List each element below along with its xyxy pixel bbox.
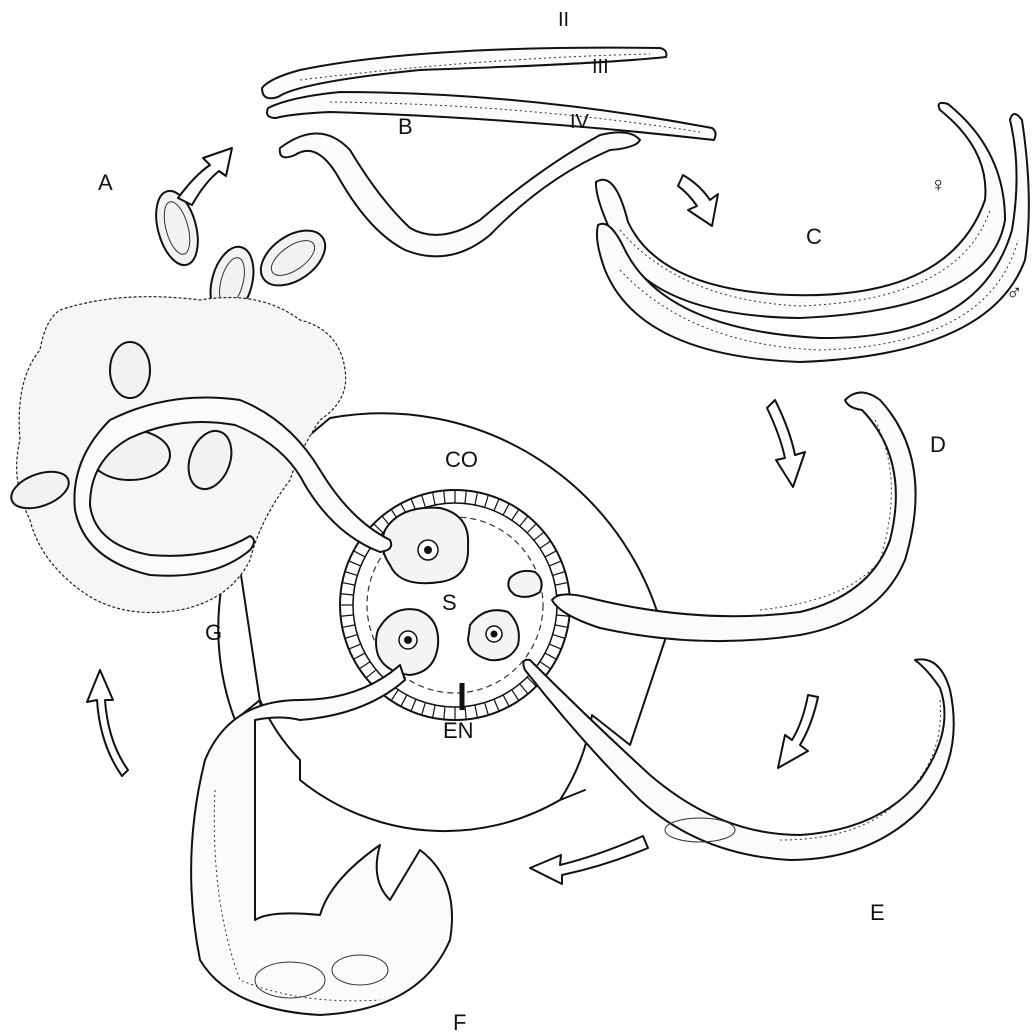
- juvenile-stage-IV: [280, 132, 640, 256]
- adult-female: [596, 103, 1005, 318]
- juvenile-stage-III: [267, 92, 716, 140]
- label-B: B: [398, 114, 413, 139]
- cycle-arrow-icon: [87, 670, 128, 776]
- label-IV: IV: [570, 111, 590, 133]
- label-female: ♀: [930, 172, 947, 197]
- label-A: A: [98, 170, 113, 195]
- label-E: E: [870, 900, 885, 925]
- stage-G-egg-mass: [6, 297, 391, 613]
- cycle-arrow-icon: [530, 836, 648, 884]
- label-F: F: [453, 1010, 466, 1035]
- giant-cell-top: [382, 508, 468, 584]
- label-male: ♂: [1006, 280, 1023, 305]
- giant-cell-right: [508, 571, 541, 597]
- label-C: C: [806, 224, 822, 249]
- label-G: G: [205, 620, 222, 645]
- label-EN: EN: [443, 718, 474, 743]
- label-III: III: [592, 56, 609, 78]
- stage-D-juvenile: [552, 393, 916, 642]
- label-D: D: [930, 432, 946, 457]
- cycle-arrow-icon: [178, 148, 232, 205]
- label-CO: CO: [445, 447, 478, 472]
- label-S: S: [442, 590, 457, 615]
- cycle-arrow-icon: [678, 175, 718, 226]
- cycle-arrow-icon: [767, 400, 805, 487]
- label-II: II: [558, 9, 569, 31]
- stage-E-juvenile: [523, 659, 953, 860]
- cycle-arrow-icon: [778, 695, 818, 768]
- stage-B-juveniles: [262, 48, 716, 257]
- giant-cell-lower-left: [376, 609, 438, 675]
- giant-cell-lower-right: [468, 610, 519, 660]
- egg: [251, 219, 335, 296]
- stage-F-female: [191, 665, 452, 1015]
